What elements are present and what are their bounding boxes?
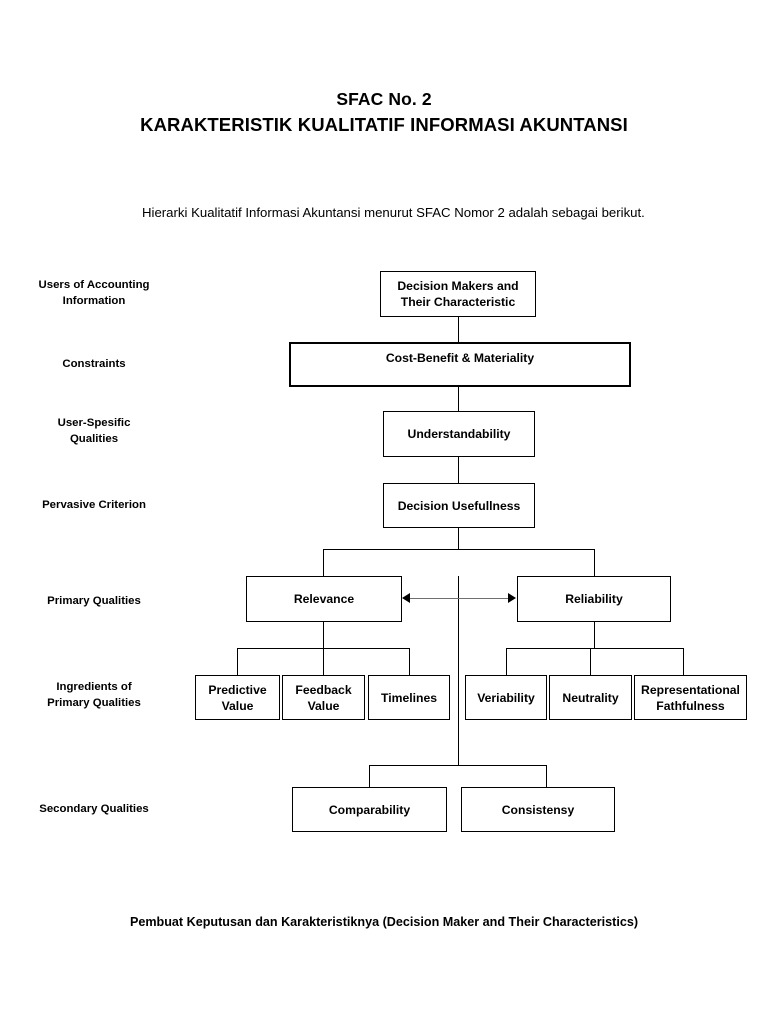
- node-representational-line2: Fathfulness: [656, 698, 725, 713]
- node-consistensy[interactable]: Consistensy: [461, 787, 615, 832]
- row-label-pervasive-line1: Pervasive Criterion: [42, 499, 146, 511]
- connector-understandability-to-decision-usefullness: [458, 456, 459, 483]
- row-label-users: Users of Accounting Information: [14, 277, 174, 309]
- node-veriability[interactable]: Veriability: [465, 675, 547, 720]
- row-label-user-spesific: User-Spesific Qualities: [14, 415, 174, 447]
- node-understandability-label: Understandability: [407, 427, 511, 441]
- connector-decision-usefullness-stem: [458, 527, 459, 549]
- node-understandability[interactable]: Understandability: [383, 411, 535, 457]
- connector-bar-to-predictive-value: [237, 648, 238, 675]
- row-label-users-line2: Information: [62, 295, 126, 307]
- connector-primary-qualities-bar: [323, 549, 595, 550]
- node-cost-benefit-label: Cost-Benefit & Materiality: [385, 351, 535, 365]
- node-feedback-value-line2: Value: [307, 698, 340, 713]
- row-label-ingredients-line2: Primary Qualities: [47, 697, 141, 709]
- node-veriability-label: Veriability: [477, 690, 535, 705]
- title-line-2: KARAKTERISTIK KUALITATIF INFORMASI AKUNT…: [140, 114, 628, 135]
- row-label-ingredients: Ingredients of Primary Qualities: [14, 679, 174, 711]
- row-label-constraints: Constraints: [14, 356, 174, 372]
- node-timelines-label: Timelines: [381, 690, 437, 705]
- node-consistensy-label: Consistensy: [501, 802, 575, 817]
- node-representational-fathfulness[interactable]: Representational Fathfulness: [634, 675, 747, 720]
- connector-bar-to-comparability: [369, 765, 370, 787]
- arrow-head-right-icon: [508, 593, 516, 603]
- row-label-user-spesific-line2: Qualities: [69, 433, 119, 445]
- connector-bar-to-veriability: [506, 648, 507, 675]
- connector-bar-to-timelines: [409, 648, 410, 675]
- connector-decision-makers-to-cost-benefit: [458, 316, 459, 342]
- connector-bar-to-relevance: [323, 549, 324, 576]
- node-reliability-label: Reliability: [565, 592, 623, 606]
- node-feedback-value-line1: Feedback: [295, 682, 352, 697]
- node-neutrality[interactable]: Neutrality: [549, 675, 632, 720]
- page-title: SFAC No. 2 KARAKTERISTIK KUALITATIF INFO…: [0, 86, 768, 138]
- connector-reliability-stem: [594, 621, 595, 648]
- row-label-constraints-line1: Constraints: [62, 358, 126, 370]
- node-comparability-label: Comparability: [328, 802, 411, 817]
- arrow-shaft-relevance-reliability: [410, 598, 508, 599]
- node-predictive-value-line1: Predictive: [208, 682, 267, 697]
- row-label-pervasive-criterion: Pervasive Criterion: [14, 497, 174, 513]
- connector-bar-to-neutrality: [590, 648, 591, 675]
- row-label-secondary-qualities: Secondary Qualities: [14, 801, 174, 817]
- connector-cost-benefit-to-understandability: [458, 386, 459, 411]
- node-decision-usefullness-label: Decision Usefullness: [397, 498, 521, 513]
- row-label-secondary-line1: Secondary Qualities: [39, 803, 149, 815]
- node-decision-makers-line1: Decision Makers and: [397, 279, 519, 293]
- node-decision-makers[interactable]: Decision Makers and Their Characteristic: [380, 271, 536, 317]
- row-label-user-spesific-line1: User-Spesific: [57, 417, 131, 429]
- intro-paragraph: Hierarki Kualitatif Informasi Akuntansi …: [142, 205, 645, 220]
- title-line-1: SFAC No. 2: [336, 89, 432, 109]
- connector-bar-to-consistensy: [546, 765, 547, 787]
- node-predictive-value[interactable]: Predictive Value: [195, 675, 280, 720]
- connector-center-to-secondary: [458, 576, 459, 765]
- row-label-ingredients-line1: Ingredients of: [56, 681, 132, 693]
- node-timelines[interactable]: Timelines: [368, 675, 450, 720]
- connector-bar-to-reliability: [594, 549, 595, 576]
- row-label-primary-qualities: Primary Qualities: [14, 593, 174, 609]
- arrow-head-left-icon: [402, 593, 410, 603]
- row-label-users-line1: Users of Accounting: [38, 279, 150, 291]
- node-representational-line1: Representational: [641, 682, 740, 697]
- connector-secondary-bar: [369, 765, 547, 766]
- connector-bar-to-feedback-value: [323, 648, 324, 675]
- node-decision-usefullness[interactable]: Decision Usefullness: [383, 483, 535, 528]
- node-neutrality-label: Neutrality: [562, 690, 619, 705]
- node-relevance[interactable]: Relevance: [246, 576, 402, 622]
- node-relevance-label: Relevance: [293, 592, 355, 606]
- row-label-primary-line1: Primary Qualities: [47, 595, 141, 607]
- bottom-caption: Pembuat Keputusan dan Karakteristiknya (…: [129, 915, 639, 929]
- connector-reliability-bar: [506, 648, 683, 649]
- node-decision-makers-line2: Their Characteristic: [400, 295, 516, 309]
- node-feedback-value[interactable]: Feedback Value: [282, 675, 365, 720]
- node-reliability[interactable]: Reliability: [517, 576, 671, 622]
- node-predictive-value-line2: Value: [221, 698, 254, 713]
- connector-relevance-stem: [323, 621, 324, 648]
- node-comparability[interactable]: Comparability: [292, 787, 447, 832]
- connector-bar-to-representational: [683, 648, 684, 675]
- node-cost-benefit-materiality[interactable]: Cost-Benefit & Materiality: [289, 342, 631, 387]
